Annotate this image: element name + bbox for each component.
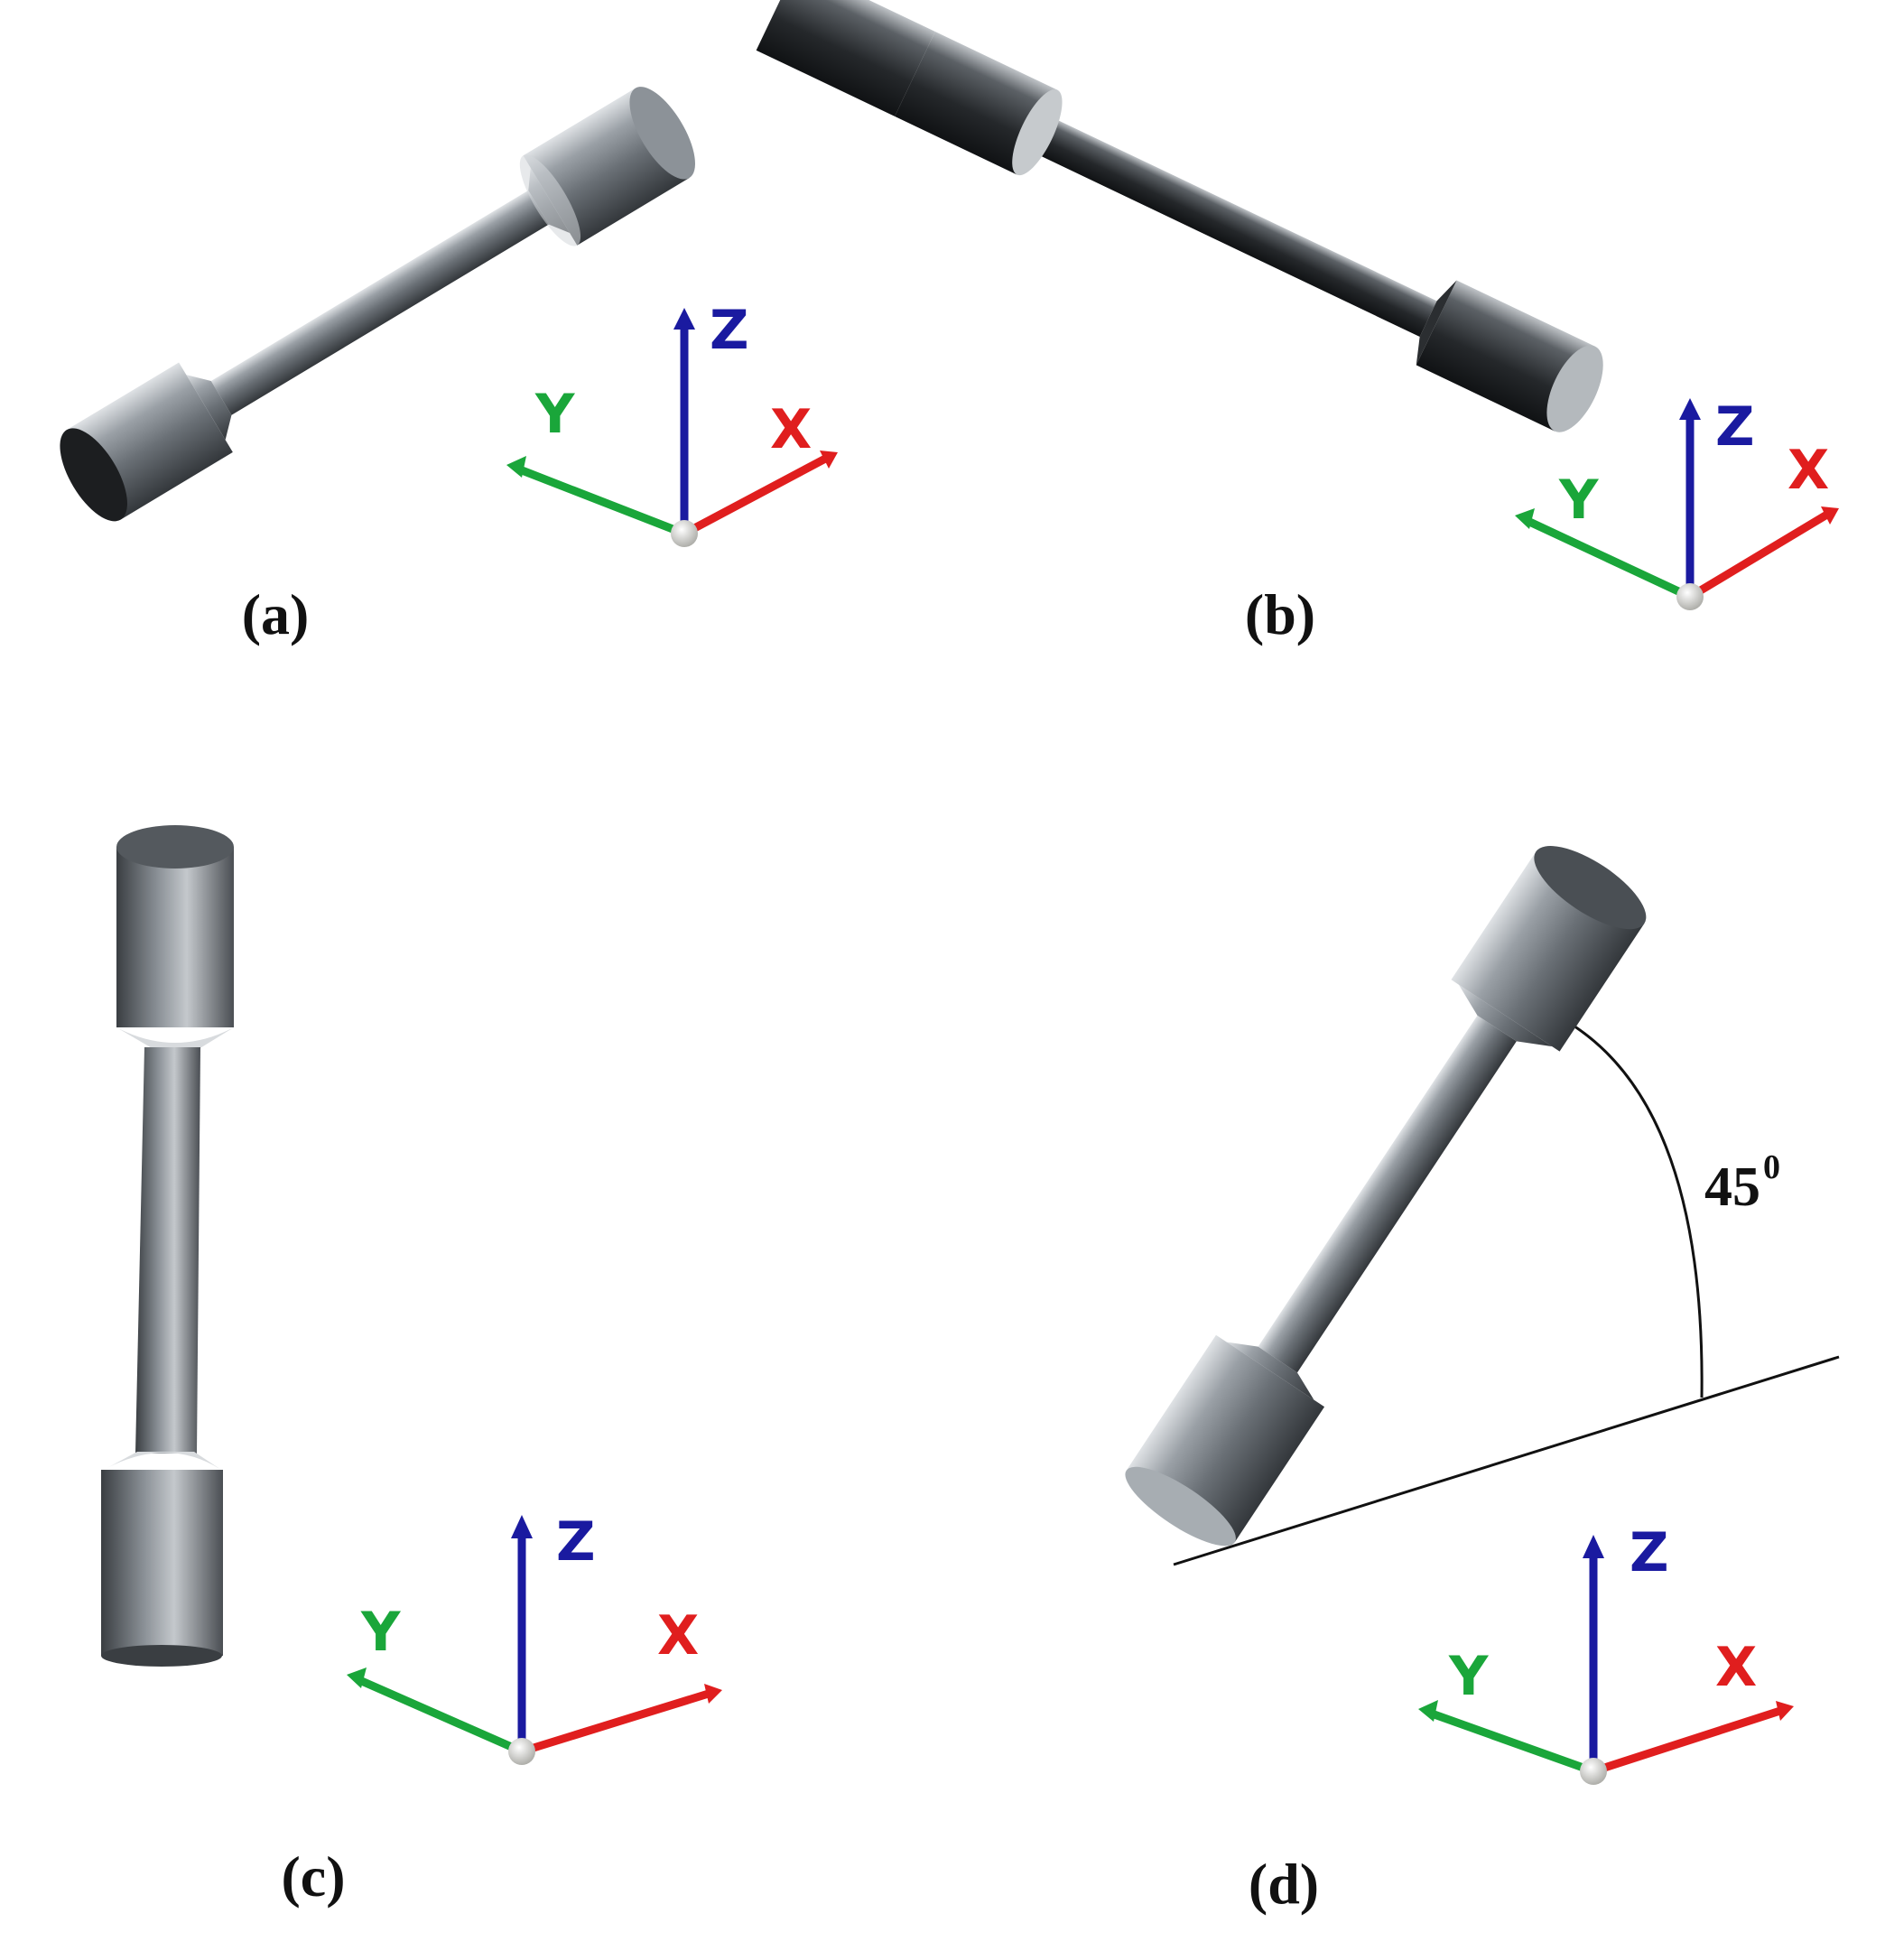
specimen-c — [101, 825, 234, 1667]
y-axis-arrowhead — [1515, 508, 1535, 529]
panel-label-a: (a) — [242, 582, 310, 646]
coordinate-triad-b: X Y Z — [1515, 395, 1839, 610]
panel-label-c: (c) — [281, 1844, 345, 1909]
x-axis-label: X — [1715, 1636, 1757, 1699]
angle-arc — [1525, 1000, 1704, 1398]
x-axis-arrow — [520, 1688, 713, 1756]
z-axis-arrowhead — [1679, 398, 1701, 420]
coordinate-triad-c: X Y Z — [347, 1510, 722, 1765]
y-axis-arrowhead — [347, 1667, 367, 1688]
z-axis-label: Z — [1630, 1521, 1669, 1584]
y-axis-arrowhead — [1418, 1700, 1438, 1722]
z-axis-arrowhead — [673, 308, 695, 330]
x-axis-arrowhead — [1776, 1701, 1794, 1721]
z-axis-label: Z — [556, 1510, 596, 1574]
origin-sphere — [508, 1738, 535, 1765]
angle-label: 45 — [1704, 1156, 1760, 1218]
y-axis-arrow — [356, 1675, 524, 1756]
z-axis-arrowhead — [1583, 1535, 1604, 1558]
angle-unit-superscript: 0 — [1763, 1148, 1780, 1186]
origin-sphere — [1580, 1758, 1607, 1785]
y-axis-arrowhead — [506, 456, 526, 478]
coordinate-triad-d: X Y Z — [1418, 1521, 1794, 1785]
x-axis-arrow — [1592, 1705, 1785, 1776]
specimen-a — [60, 87, 695, 522]
z-axis-arrowhead — [511, 1515, 533, 1538]
x-axis-label: X — [1788, 439, 1829, 502]
reference-line — [1173, 1355, 1840, 1566]
specimen-b — [756, 0, 1603, 432]
y-axis-label: Y — [360, 1601, 402, 1664]
origin-sphere — [671, 520, 698, 547]
z-axis-label: Z — [710, 299, 749, 362]
panel-label-b: (b) — [1245, 582, 1315, 646]
y-axis-label: Y — [1558, 469, 1600, 532]
panel-d: 45 0 X Y Z (d) — [1125, 846, 1840, 1916]
x-axis-arrow — [682, 453, 831, 537]
x-axis-arrowhead — [820, 451, 838, 469]
y-axis-arrow — [1524, 516, 1692, 601]
x-axis-label: X — [657, 1604, 699, 1667]
x-axis-label: X — [770, 398, 812, 461]
y-axis-arrow — [1427, 1708, 1595, 1776]
specimen-d — [1125, 846, 1647, 1547]
panel-label-d: (d) — [1249, 1852, 1319, 1916]
coordinate-triad-a: X Y Z — [506, 299, 838, 547]
x-axis-arrowhead — [1821, 506, 1839, 525]
z-axis-label: Z — [1715, 395, 1755, 459]
x-axis-arrowhead — [704, 1684, 722, 1704]
y-axis-label: Y — [1448, 1645, 1490, 1708]
x-axis-arrow — [1687, 509, 1833, 600]
panel-b: X Y Z (b) — [756, 0, 1839, 646]
y-axis-arrow — [515, 464, 686, 538]
origin-sphere — [1676, 583, 1704, 610]
panel-a: X Y Z (a) — [60, 87, 838, 646]
y-axis-label: Y — [534, 383, 576, 446]
panel-c: X Y Z (c) — [101, 825, 722, 1909]
